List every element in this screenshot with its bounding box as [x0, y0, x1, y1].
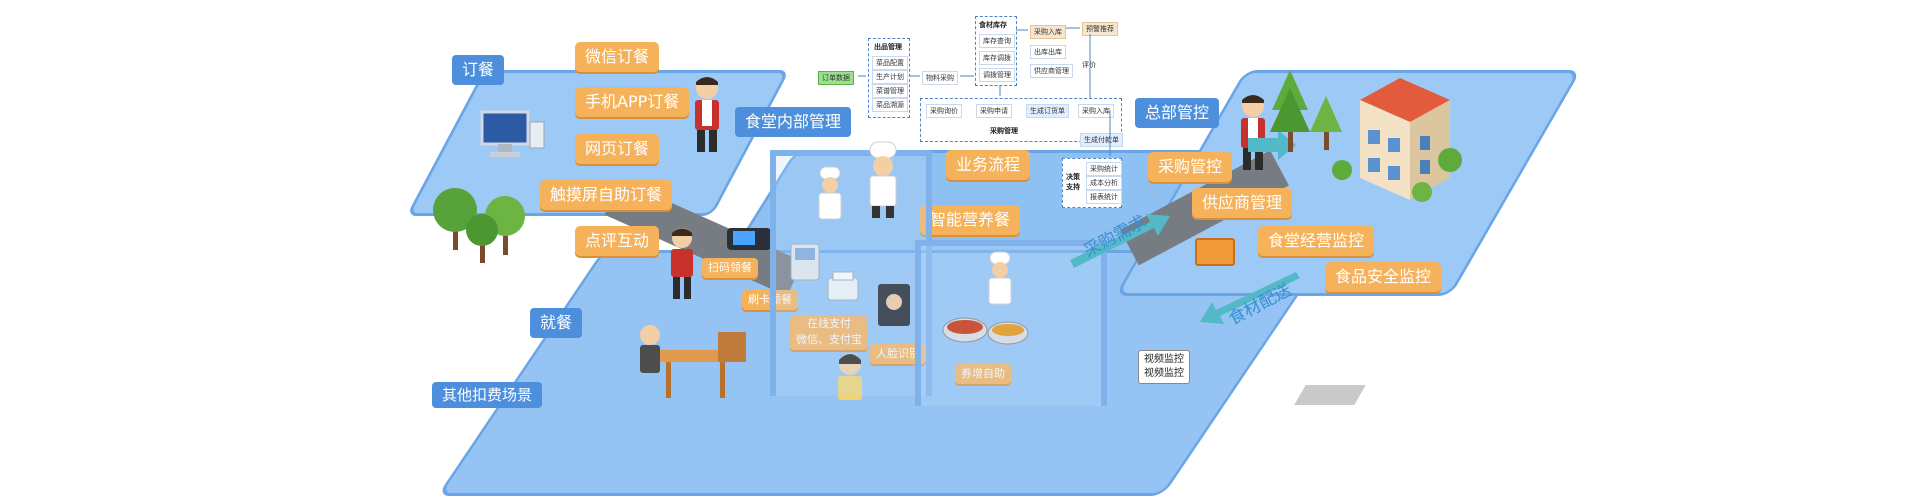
chef-icon-1 [869, 141, 897, 218]
business-process-tag[interactable]: 业务流程 [946, 150, 1031, 180]
video-monitor-tag: 视频监控 视频监控 [1138, 350, 1190, 384]
waiter-icon [695, 77, 719, 152]
dining-label: 就餐 [530, 308, 583, 338]
other-payment-label: 其他扣费场景 [432, 382, 543, 408]
flow-right-node-1: 采购入库 [1030, 25, 1066, 39]
cashier-icon [671, 228, 693, 299]
order-label: 订餐 [452, 55, 505, 85]
out-mgmt-item-1: 菜品配置 [872, 56, 908, 70]
storage-item-2: 库存调拨 [979, 51, 1015, 65]
storage-item-1: 库存查询 [979, 34, 1015, 48]
glass-frame [770, 150, 932, 396]
hq-label: 总部管控 [1135, 98, 1220, 128]
computer-icon [480, 110, 545, 157]
flow-arrows [858, 27, 1111, 156]
building-icon [1360, 78, 1450, 200]
order-channel-wechat[interactable]: 微信订餐 [575, 42, 660, 72]
card-reader-icon [790, 243, 820, 281]
purchase-item-4: 采购入库 [1078, 104, 1114, 118]
out-mgmt-item-4: 菜品溯源 [872, 98, 908, 112]
storage-title: 食材库存 [979, 21, 1007, 29]
decision-item-3: 报表统计 [1086, 190, 1122, 204]
out-mgmt-item-3: 菜谱管理 [872, 84, 908, 98]
dining-tag-scan[interactable]: 扫码领餐 [702, 258, 758, 278]
chef-icon-2 [818, 166, 842, 220]
purchase-item-5: 生成付款单 [1080, 133, 1123, 147]
smart-nutrition-tag[interactable]: 智能营养餐 [920, 205, 1021, 235]
flow-warn-node: 预警推荐 [1082, 22, 1118, 36]
purchase-item-3: 生成订货单 [1026, 104, 1069, 118]
out-mgmt-item-2: 生产计划 [872, 70, 908, 84]
arrow-right-icon [1248, 130, 1296, 160]
order-channel-web[interactable]: 网页订餐 [575, 134, 660, 164]
decision-title: 决策 支持 [1066, 173, 1080, 191]
decision-item-2: 成本分析 [1086, 176, 1122, 190]
out-mgmt-title: 出品管理 [874, 43, 902, 51]
order-channel-kiosk[interactable]: 触摸屏自助订餐 [540, 180, 673, 210]
delivery-arrow [1200, 272, 1300, 324]
flow-right-node-3: 供应商管理 [1030, 64, 1073, 78]
chef-icon-3 [988, 251, 1012, 305]
truck-icon [1195, 238, 1235, 266]
storage-item-3: 调拨管理 [979, 68, 1015, 82]
hq-item-supplier[interactable]: 供应商管理 [1192, 188, 1293, 218]
hq-item-food-safety[interactable]: 食品安全监控 [1325, 262, 1442, 292]
trees-left-icon [433, 188, 525, 263]
dining-tag-face[interactable]: 人脸识别 [870, 344, 926, 364]
purchase-title: 采购管理 [990, 127, 1018, 135]
order-channel-app[interactable]: 手机APP订餐 [575, 87, 690, 117]
food-pots-icon [942, 317, 1029, 345]
flow-right-node-2: 出库出库 [1030, 45, 1066, 59]
diners-table-icon [640, 325, 746, 398]
purchase-item-2: 采购申请 [976, 104, 1012, 118]
internal-mgmt-label: 食堂内部管理 [735, 107, 852, 137]
hq-item-purchase[interactable]: 采购管控 [1148, 152, 1233, 182]
lower-right-building [1294, 385, 1366, 405]
hq-item-canteen[interactable]: 食堂经营监控 [1258, 226, 1375, 256]
demand-arrow [1070, 214, 1170, 268]
purchase-item-1: 采购询价 [926, 104, 962, 118]
dining-tag-payment[interactable]: 在线支付 微信、支付宝 [790, 316, 868, 350]
flow-start-node: 订单数据 [818, 71, 854, 85]
flow-eval-node: 评价 [1082, 61, 1096, 69]
buffet-tag[interactable]: 券增自助 [955, 364, 1011, 384]
decision-item-1: 采购统计 [1086, 162, 1122, 176]
face-recognition-icon [878, 284, 910, 326]
bushes-right-icon [1332, 148, 1462, 202]
pos-terminal-icon [727, 228, 771, 250]
order-channel-review[interactable]: 点评互动 [575, 226, 660, 256]
diner-person-icon [838, 353, 862, 400]
printer-icon [827, 271, 859, 301]
flow-mid-node: 物料采购 [922, 71, 958, 85]
trees-right-icon [1270, 70, 1342, 152]
